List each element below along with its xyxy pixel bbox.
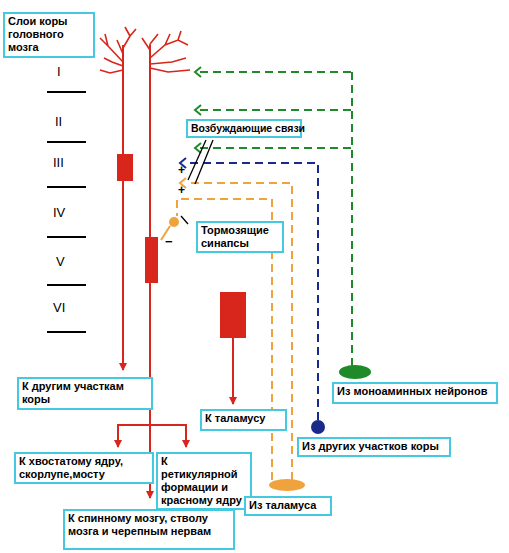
layer-line xyxy=(47,141,86,143)
layer-numeral: III xyxy=(53,155,64,170)
layer-line xyxy=(47,236,86,238)
dendrite-tree xyxy=(100,27,136,73)
monoamine-fiber xyxy=(200,71,352,73)
target-box: К спинному мозгу, стволу мозга и черепны… xyxy=(63,509,235,550)
thalamic-neuron xyxy=(269,479,305,491)
target-box: К другим участкам коры xyxy=(17,377,153,410)
minus-sign: − xyxy=(165,234,173,249)
axon-branch xyxy=(150,425,186,447)
axon-branch xyxy=(118,425,150,447)
plus-sign: + xyxy=(178,163,185,177)
thalamic-fiber xyxy=(186,183,292,480)
inhibitory-interneuron xyxy=(169,217,179,227)
axon xyxy=(232,338,234,404)
plus-sign: + xyxy=(178,183,185,197)
source-box: Из других участков коры xyxy=(297,437,451,457)
monoamine-fiber xyxy=(200,147,352,149)
source-box: Из таламуса xyxy=(244,496,332,516)
box-text: Из таламуса xyxy=(249,499,327,512)
box-text: Возбуждающие связи xyxy=(191,122,297,135)
source-box: Из моноаминных нейронов xyxy=(332,382,498,404)
synapse-ending xyxy=(195,143,201,153)
heading-box: Слои коры головного мозга xyxy=(3,12,95,58)
layer-line xyxy=(47,91,86,93)
monoamine-fiber xyxy=(351,72,353,366)
target-box: К таламусу xyxy=(200,409,287,431)
monoamine-neuron xyxy=(339,365,371,379)
callout-box: Возбуждающие связи xyxy=(186,119,302,138)
box-text: К таламусу xyxy=(205,412,282,425)
target-box: К ретикулярной формации и красному ядру xyxy=(156,452,252,510)
leader-line xyxy=(188,140,206,180)
synapse-ending xyxy=(195,67,201,77)
box-text: К другим участкам коры xyxy=(22,380,148,406)
box-text: Из других участков коры xyxy=(302,440,446,453)
neuron-body xyxy=(117,154,133,181)
box-text: К ретикулярной формации и красному ядру xyxy=(161,455,247,507)
axon xyxy=(122,45,124,370)
layer-numeral: VI xyxy=(53,300,65,315)
callout-box: Тормозящие синапсы xyxy=(196,221,284,253)
cortical-fiber xyxy=(186,163,318,420)
box-text: Слои коры головного мозга xyxy=(8,15,90,54)
cortical-neuron xyxy=(311,420,325,434)
layer-line xyxy=(47,284,86,286)
box-text: Тормозящие синапсы xyxy=(201,224,279,250)
target-box: К хвостатому ядру, скорлупе,мосту xyxy=(14,452,154,484)
synapse-ending xyxy=(195,105,201,115)
layer-line xyxy=(47,186,86,188)
box-text: К спинному мозгу, стволу мозга и черепны… xyxy=(68,512,230,538)
leader-line xyxy=(195,140,213,184)
layer-numeral: II xyxy=(55,114,62,129)
box-text: К хвостатому ядру, скорлупе,мосту xyxy=(19,455,149,481)
layer-numeral: I xyxy=(57,64,61,79)
layer-line xyxy=(47,331,86,333)
layer-numeral: V xyxy=(56,254,65,269)
layer-numeral: IV xyxy=(53,205,65,220)
leader-line xyxy=(181,216,188,224)
neuron-body xyxy=(145,237,158,283)
monoamine-fiber xyxy=(200,109,352,111)
neuron-body xyxy=(220,292,246,338)
box-text: Из моноаминных нейронов xyxy=(337,385,493,398)
